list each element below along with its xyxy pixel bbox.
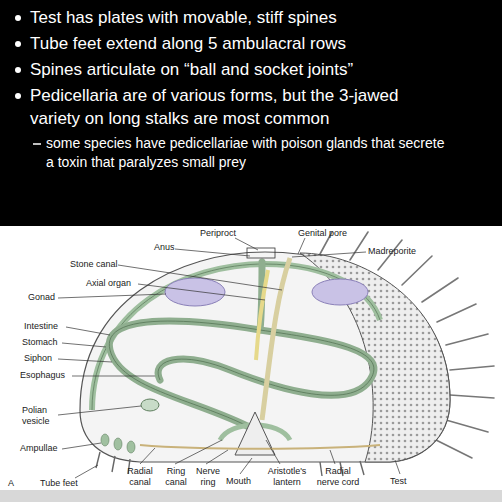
part-label: Test: [390, 476, 420, 487]
footer-bar: [0, 490, 502, 502]
radial-canal: [92, 264, 380, 410]
part-label: Stomach: [22, 337, 72, 348]
part-label: Intestine: [24, 321, 74, 332]
bullet: [15, 93, 21, 99]
part-label: Siphon: [24, 353, 74, 364]
part-label: Ring canal: [160, 466, 192, 488]
bullet-text: Spines articulate on “ball and socket jo…: [30, 58, 495, 82]
bullet: [15, 67, 21, 73]
part-label: Anus: [154, 242, 194, 253]
radial-canal-edge: [92, 264, 380, 410]
part-label: Periproct: [200, 228, 260, 239]
sub-bullet-dash: [33, 143, 41, 145]
part-label: Stone canal: [70, 259, 130, 270]
part-label: Nerve ring: [192, 466, 224, 488]
sub-bullet-text: some species have pedicellariae with poi…: [46, 134, 446, 172]
gut-outline: [109, 321, 374, 430]
ampullae: [101, 434, 135, 453]
radial-nerve-cord: [140, 445, 380, 449]
part-label: Tube feet: [40, 478, 90, 489]
bullet-text: Test has plates with movable, stiff spin…: [30, 6, 495, 30]
bullet-text: Pedicellaria are of various forms, but t…: [30, 84, 450, 130]
gut: [109, 262, 374, 430]
axial-organ: [256, 270, 268, 360]
gonad: [165, 278, 225, 306]
part-label: Genital pore: [298, 228, 368, 239]
gonad: [312, 279, 368, 305]
bullet: [15, 15, 21, 21]
bullet-text: Tube feet extend along 5 ambulacral rows: [30, 32, 495, 56]
part-label: Mouth: [226, 476, 260, 487]
figure-letter: A: [8, 478, 20, 489]
part-label: Radial nerve cord: [316, 466, 360, 488]
part-label: Ampullae: [20, 443, 70, 454]
part-label: Gonad: [28, 292, 68, 303]
part-label: Madreporite: [368, 246, 438, 257]
part-label: Aristotle's lantern: [258, 466, 316, 488]
part-label: Polian vesicle: [22, 405, 58, 427]
part-label: Esophagus: [20, 370, 80, 381]
part-label: Radial canal: [122, 466, 158, 488]
polian-vesicle: [141, 399, 159, 411]
leader-lines: [58, 238, 400, 478]
dark-header: [0, 0, 502, 226]
periproct-box: [247, 248, 275, 258]
test-surface: [300, 253, 450, 462]
test-shell: [80, 252, 450, 462]
bullet: [15, 41, 21, 47]
part-label: Axial organ: [86, 278, 146, 289]
